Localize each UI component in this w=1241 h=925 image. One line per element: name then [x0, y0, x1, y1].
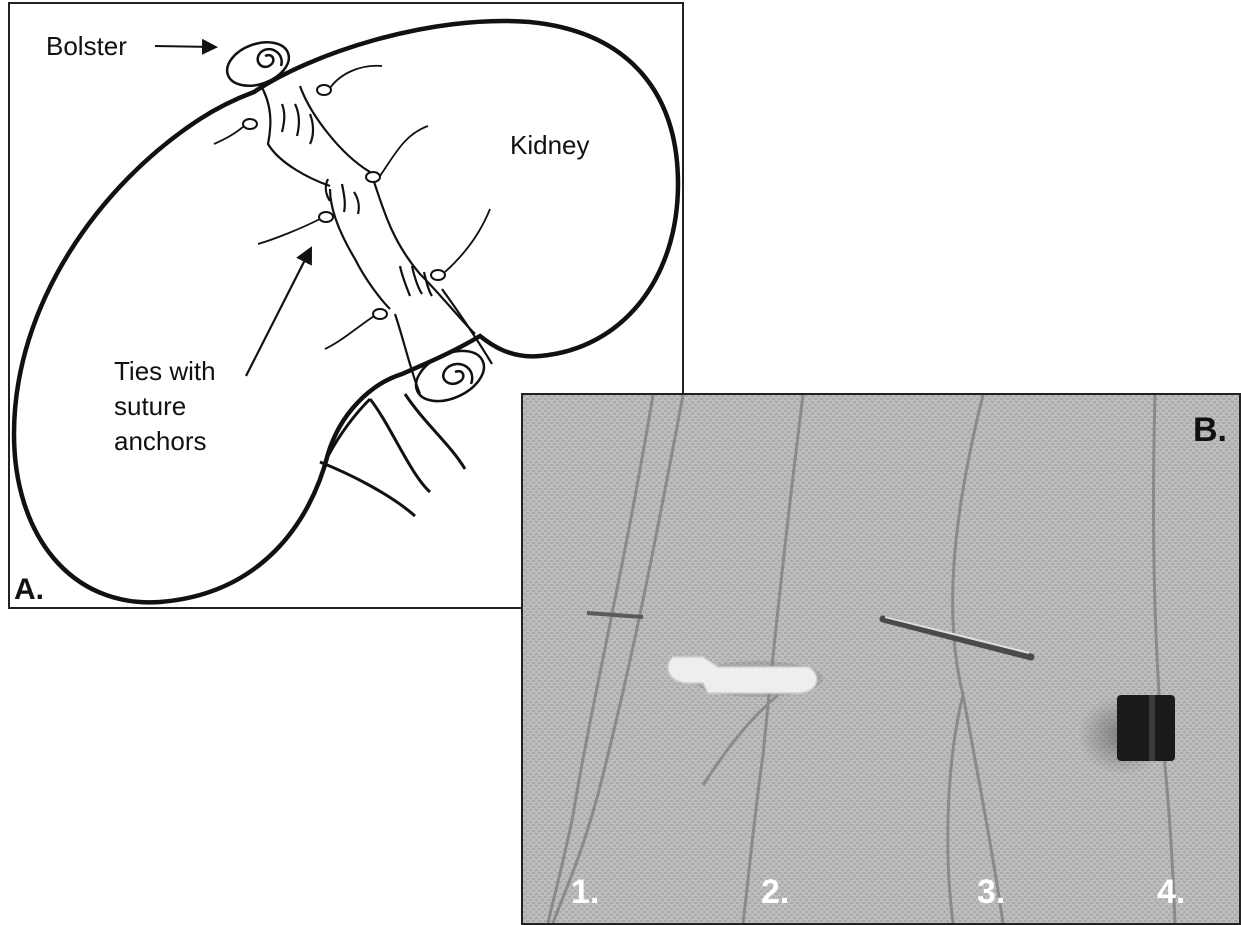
bolster-label: Bolster — [46, 31, 127, 61]
ties-arrow — [246, 250, 310, 376]
ties-label-line-1: Ties with — [114, 356, 216, 386]
bolster-arrow — [155, 46, 214, 47]
anchor-number-3: 3. — [977, 873, 1005, 911]
panel-a-label: A. — [14, 573, 44, 606]
anchor-number-2: 2. — [761, 873, 789, 911]
anchor-photo: 1. 2. 3. 4. B. — [523, 395, 1239, 923]
anchor-number-1: 1. — [571, 873, 599, 911]
bolster-bottom — [408, 341, 492, 411]
bolster-top — [221, 34, 295, 93]
panel-b-label: B. — [1193, 411, 1227, 449]
kidney-label: Kidney — [510, 130, 590, 160]
hilum-vessels — [320, 394, 465, 516]
anchor-number-4: 4. — [1157, 873, 1185, 911]
panel-b-anchor-photo: 1. 2. 3. 4. B. — [521, 393, 1241, 925]
ties-label-line-2: suture — [114, 391, 186, 421]
ties-label-line-3: anchors — [114, 426, 207, 456]
